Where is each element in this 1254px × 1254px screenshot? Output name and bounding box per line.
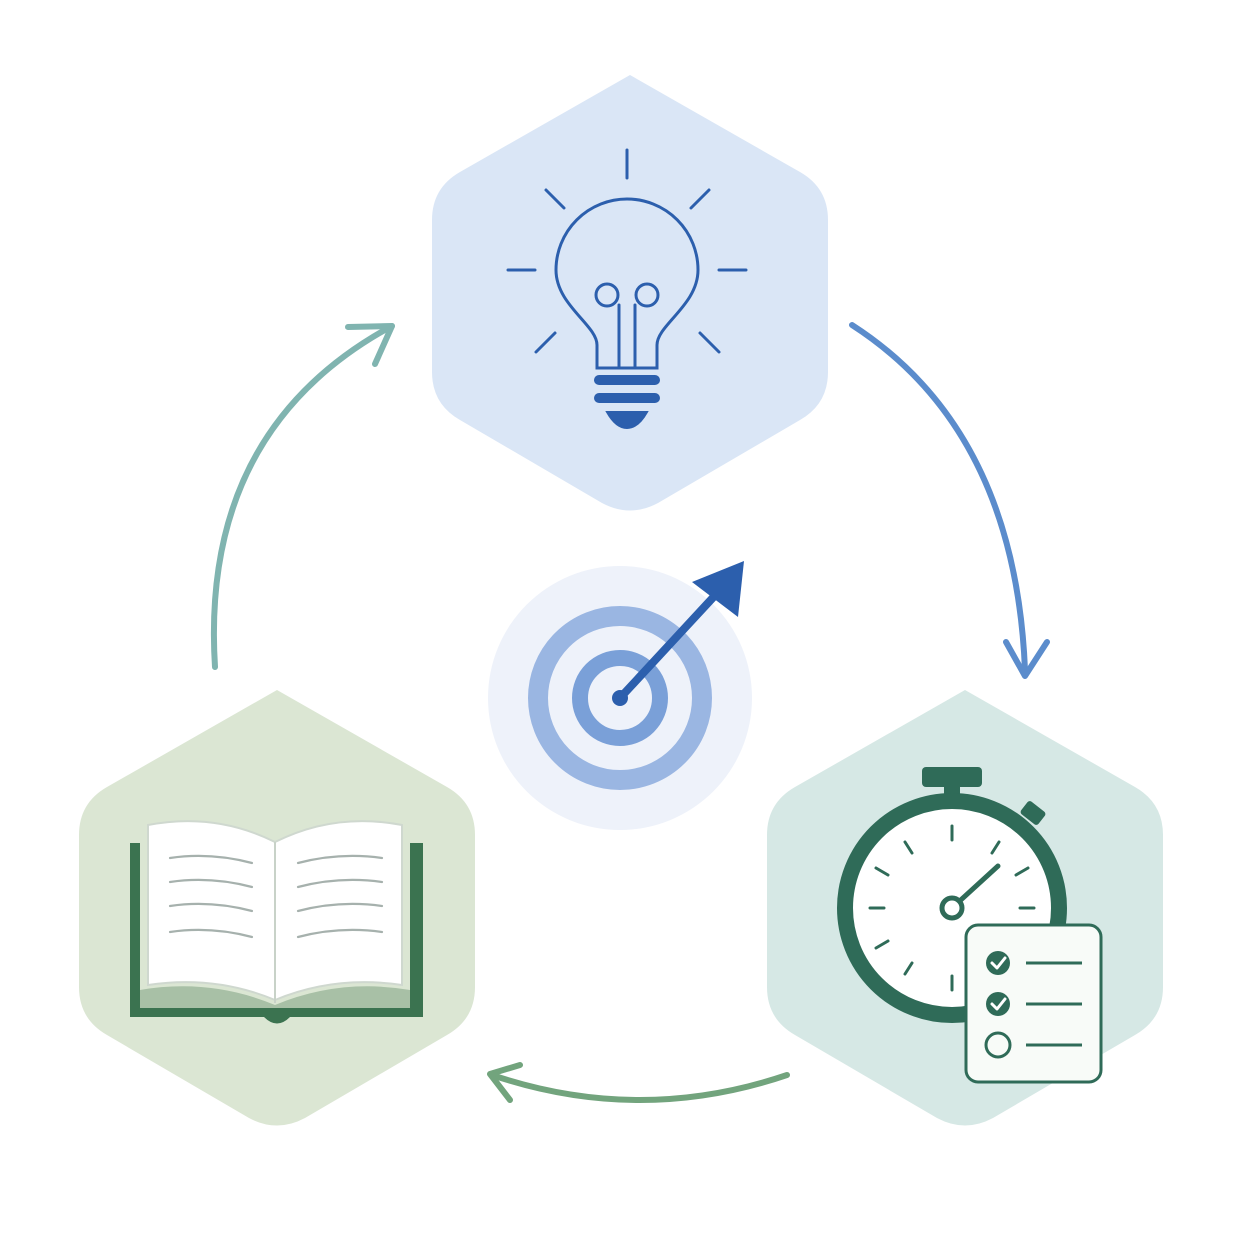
learning-node (79, 690, 475, 1126)
open-book-icon (130, 820, 423, 1024)
arrow-learning-to-idea (211, 323, 395, 670)
idea-node (432, 75, 828, 511)
checklist-icon (964, 923, 1103, 1084)
empty-circle-icon (984, 1031, 1012, 1059)
check-circle-icon (986, 951, 1010, 975)
lightbulb-icon (506, 148, 748, 430)
arrow-execution-to-learning (487, 1062, 790, 1103)
execution-node (767, 690, 1163, 1126)
idea-hexagon (432, 75, 828, 511)
arrow-idea-to-execution (849, 322, 1050, 679)
check-circle-icon (986, 992, 1010, 1016)
target-arrow-icon (488, 561, 752, 830)
